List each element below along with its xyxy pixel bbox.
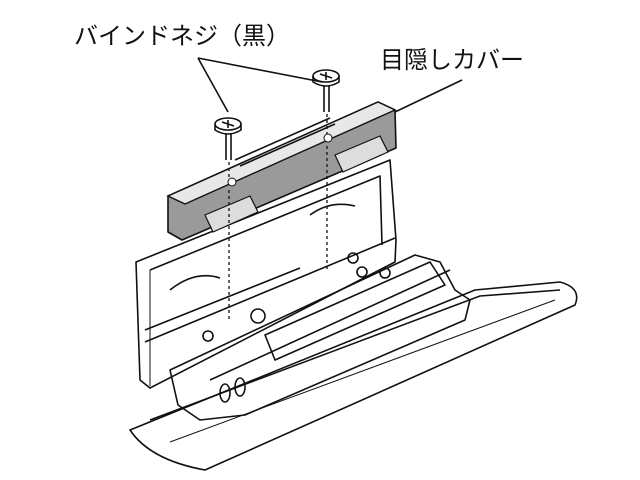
- lever: [169, 252, 471, 421]
- alignment-lines: [228, 114, 328, 320]
- leader-lines: [197, 57, 463, 113]
- screw-right: [312, 69, 340, 112]
- screw-left: [214, 117, 242, 160]
- base-tray: [129, 281, 578, 471]
- bind-screw-label: バインドネジ（黒）: [74, 22, 290, 50]
- blind-cover-label: 目隠しカバー: [380, 46, 524, 74]
- frame-body: [135, 159, 397, 389]
- blind-cover: [166, 101, 397, 241]
